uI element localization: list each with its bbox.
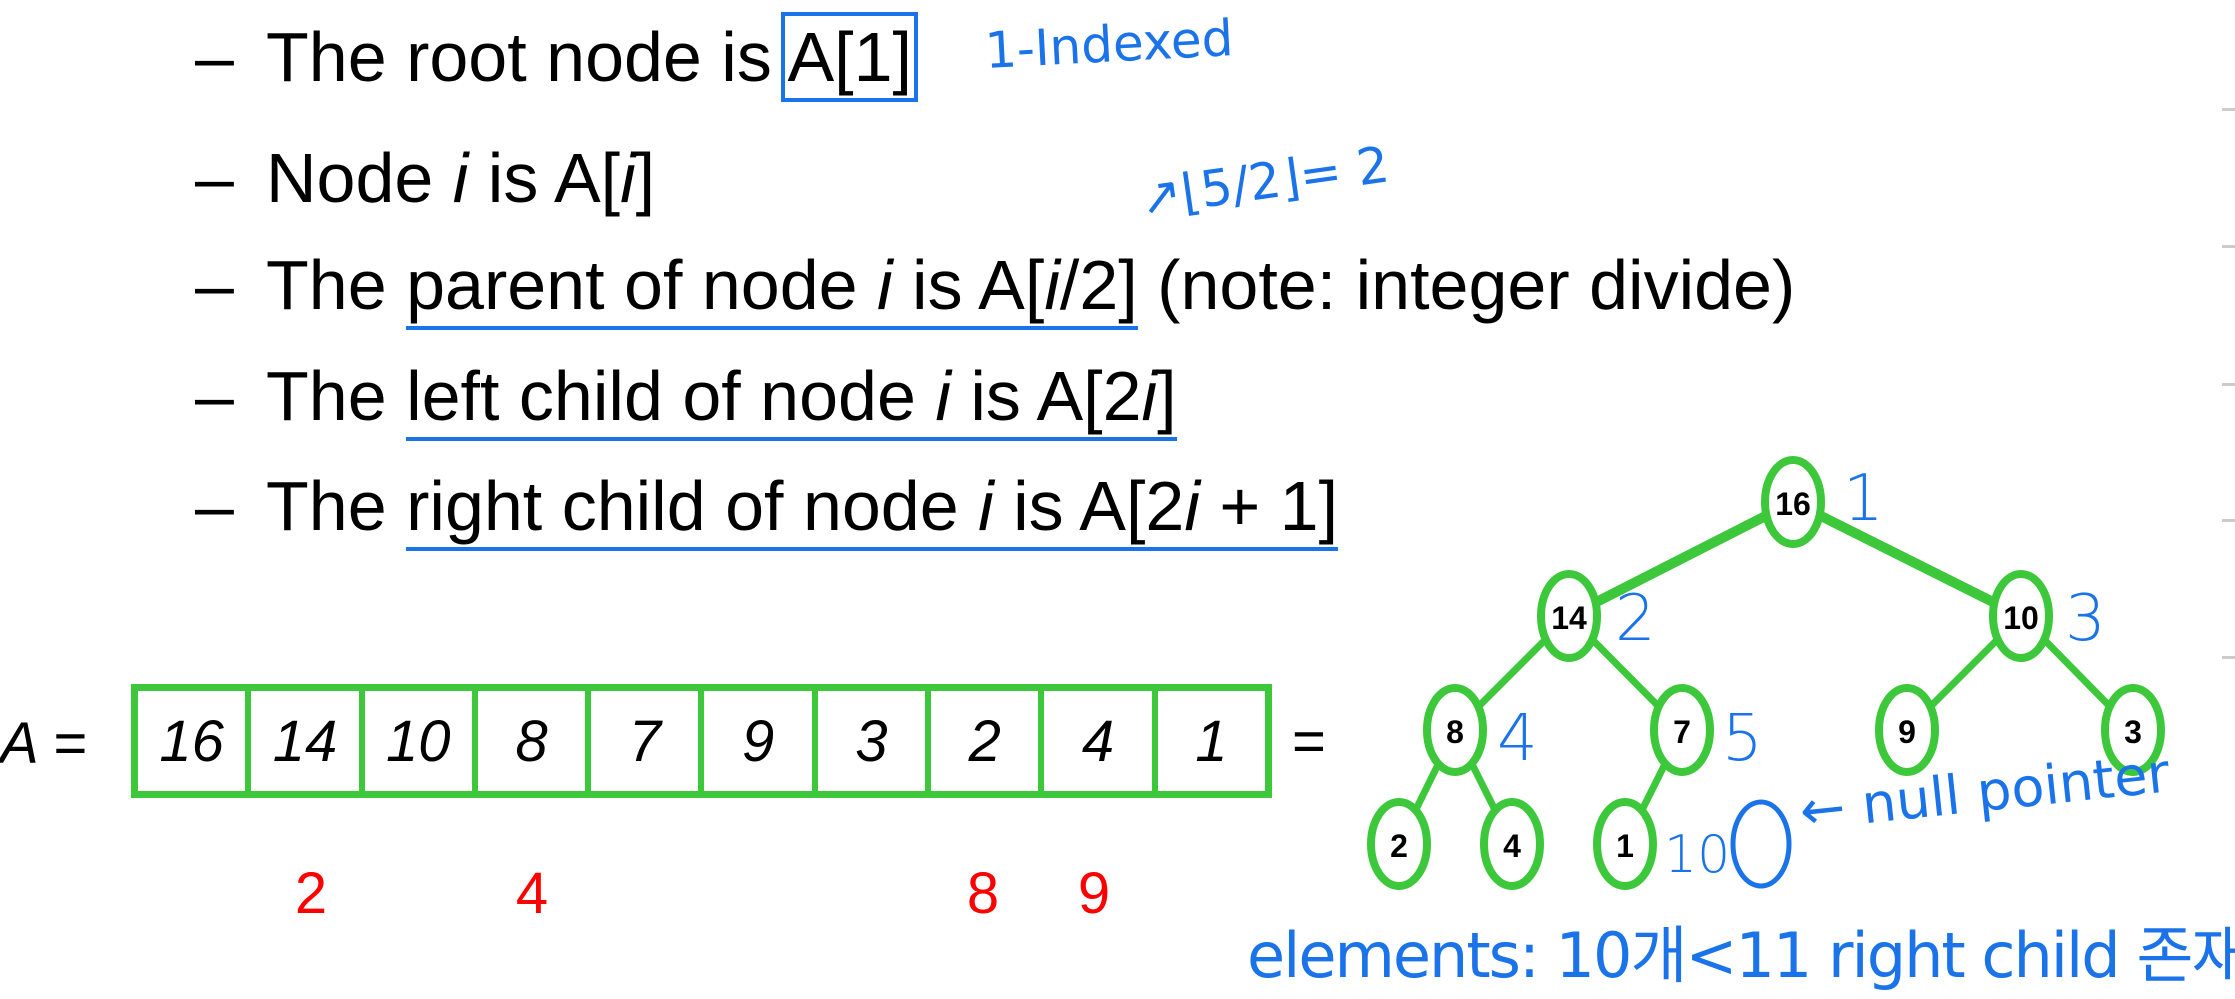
- bullet-text: left child of node: [406, 357, 936, 441]
- edge-marker: [2222, 245, 2235, 248]
- tree-edge: [1451, 728, 1516, 846]
- tree-index-label: 3: [2065, 582, 2106, 656]
- bullet-text: is A[: [892, 246, 1045, 330]
- tree-node-value: 1: [1616, 828, 1634, 864]
- tree-node: [1423, 684, 1487, 776]
- tree-edge: [1566, 497, 1796, 621]
- array-cell: 14: [251, 691, 365, 791]
- bullet-text: i: [452, 139, 469, 217]
- edge-marker: [2222, 519, 2235, 522]
- tree-node-value: 9: [1898, 714, 1916, 750]
- edge-marker: [2222, 108, 2235, 111]
- boxed-text: A[1]: [781, 12, 918, 102]
- annotation-elements-note: elements: 10개<11 right child 존재X: [1247, 919, 2235, 992]
- bullet-item: –The right child of node i is A[2i + 1]: [195, 466, 1339, 551]
- bullet-text: i: [1184, 467, 1200, 551]
- red-index: 8: [966, 861, 1000, 926]
- tree-node-value: 16: [1775, 486, 1811, 522]
- array-cell: 7: [591, 691, 705, 791]
- bullet-dash: –: [195, 467, 234, 545]
- bullet-item: –The parent of node i is A[i/2] (note: i…: [195, 245, 1796, 330]
- tree-edge: [1395, 728, 1459, 846]
- bullet-item: –The left child of node i is A[2i]: [195, 356, 1177, 441]
- tree-edge: [2018, 613, 2136, 733]
- bullet-text: i: [1141, 357, 1158, 441]
- bullet-text: The: [266, 467, 407, 545]
- edge-marker: [2222, 656, 2235, 659]
- bullet-text: + 1]: [1199, 467, 1339, 551]
- tree-index-label: 10: [1664, 825, 1730, 885]
- bullet-item: –Node i is A[i]: [195, 138, 655, 218]
- red-index: 4: [515, 861, 549, 926]
- annotation-indexed: 1-Indexed: [983, 9, 1235, 80]
- bullet-text: ]: [1157, 357, 1177, 441]
- bullet-dash: –: [195, 246, 234, 324]
- bullet-text: /2]: [1059, 246, 1138, 330]
- array-cell: 9: [704, 691, 818, 791]
- tree-index-label: 4: [1497, 702, 1538, 776]
- bullet-text: i: [1044, 246, 1060, 330]
- bullet-text: i: [620, 139, 636, 217]
- tree-node: [1537, 570, 1601, 662]
- array-cell: 10: [365, 691, 478, 791]
- tree-node: [1367, 798, 1431, 890]
- tree-node-value: 7: [1673, 714, 1691, 750]
- bullet-text: i: [978, 467, 994, 551]
- bullet-text: is A[: [468, 139, 621, 217]
- bullet-dash: –: [195, 139, 234, 217]
- array-label: A =: [0, 711, 87, 776]
- red-index: 9: [1077, 861, 1111, 926]
- array-cell: 8: [478, 691, 592, 791]
- bullet-text: The: [266, 246, 407, 324]
- bullet-text: i: [935, 357, 951, 441]
- tree-node: [1989, 570, 2053, 662]
- array-cell: 4: [1044, 691, 1158, 791]
- tree-index-label: 1: [1843, 462, 1884, 536]
- tree-edge: [1904, 613, 2024, 733]
- bullet-text: i: [877, 246, 893, 330]
- bullet-text: The root node is: [266, 18, 788, 96]
- bullet-text: Node: [266, 139, 453, 217]
- tree-node: [1650, 684, 1714, 776]
- bullet-text: ]: [635, 139, 656, 217]
- tree-node-value: 2: [1390, 828, 1408, 864]
- annotation-null-pointer: ← null pointer: [1796, 741, 2173, 843]
- tree-node-value: 14: [1551, 600, 1587, 636]
- array-cell: 3: [818, 691, 932, 791]
- array-cell: 1: [1195, 708, 1228, 774]
- array-cell: 16: [138, 691, 252, 791]
- edge-marker: [2222, 383, 2235, 386]
- array-cell: 2: [931, 691, 1045, 791]
- tree-node: [1593, 798, 1657, 890]
- tree-index-label: 5: [1722, 702, 1763, 776]
- tree-node-value: 10: [2003, 600, 2039, 636]
- bullet-dash: –: [195, 357, 234, 435]
- array-equals: =: [1292, 709, 1326, 774]
- bullet-text: The: [266, 357, 407, 435]
- tree-edge: [1621, 728, 1686, 846]
- tree-edge: [1566, 613, 1685, 733]
- tree-edge: [1790, 497, 2024, 621]
- bullet-text: parent of node: [406, 246, 878, 330]
- bullet-text: right child of node: [406, 467, 979, 551]
- null-node-circle: [1730, 799, 1792, 889]
- bullet-text: is A[2: [993, 467, 1185, 551]
- bullet-item: –The root node is A[1]: [195, 12, 918, 102]
- annotation-floor-example: ↗⌊5/2⌋= 2: [1135, 135, 1393, 228]
- bullet-text: is A[2: [950, 357, 1142, 441]
- tree-node: [1761, 456, 1825, 548]
- tree-node-value: 4: [1503, 828, 1521, 864]
- tree-index-label: 2: [1615, 582, 1656, 656]
- tree-node-value: 8: [1446, 714, 1464, 750]
- bullet-text: (note: integer divide): [1137, 246, 1796, 324]
- tree-node: [1875, 684, 1939, 776]
- bullet-dash: –: [195, 18, 234, 96]
- tree-node: [1480, 798, 1544, 890]
- tree-edge: [1452, 613, 1572, 733]
- red-index: 2: [294, 861, 328, 926]
